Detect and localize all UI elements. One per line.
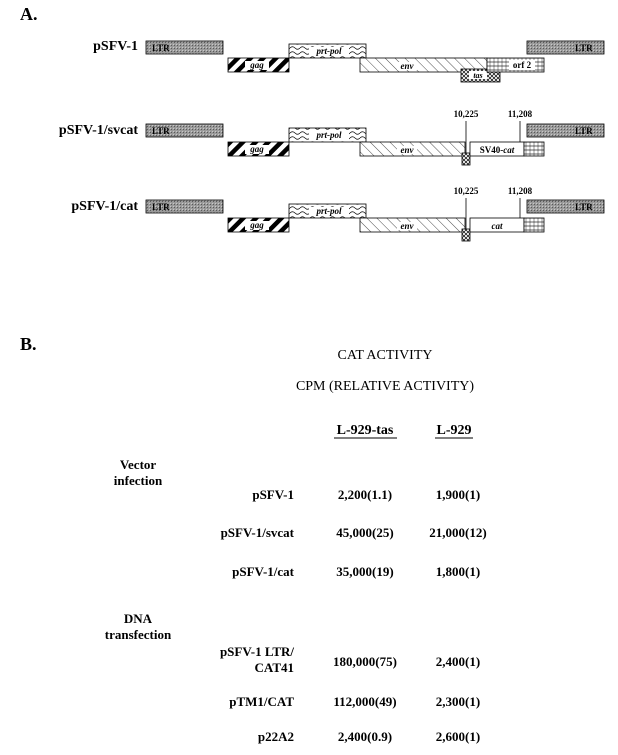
cell-l929-tas: 45,000(25) xyxy=(336,525,393,540)
cell-l929: 2,600(1) xyxy=(436,729,480,744)
gag-label: gag xyxy=(249,220,264,230)
prt-pol-label: prt-pol xyxy=(315,46,342,56)
panel-b-label: B. xyxy=(20,334,37,354)
construct-name: pSFV-1/svcat xyxy=(59,123,138,138)
orf2-box: orf 2 xyxy=(486,57,545,73)
cell-l929-tas: 2,200(1.1) xyxy=(338,487,392,502)
site-label-right: 11,208 xyxy=(508,109,533,119)
orf2-label: orf 2 xyxy=(513,60,532,70)
construct-psfv1: pSFV-1 LTR gag prt-pol env tas o xyxy=(93,39,605,83)
row-name: CAT41 xyxy=(255,660,294,675)
prt-pol-box: prt-pol xyxy=(288,203,367,219)
cell-l929: 21,000(12) xyxy=(429,525,486,540)
site-label-left: 10,225 xyxy=(454,109,479,119)
ltr-label: LTR xyxy=(152,202,170,212)
column-header-l929-tas: L-929-tas xyxy=(337,423,394,438)
ltr-right: LTR xyxy=(526,40,605,55)
table-row: pSFV-1 LTR/ CAT41 180,000(75) 2,400(1) xyxy=(220,644,480,675)
site-label-left: 10,225 xyxy=(454,186,479,196)
table-row: pSFV-1/svcat 45,000(25) 21,000(12) xyxy=(221,525,487,540)
row-name: pTM1/CAT xyxy=(229,694,294,709)
gag-box: gag xyxy=(227,217,290,233)
construct-name: pSFV-1/cat xyxy=(71,199,138,214)
construct-name: pSFV-1 xyxy=(93,39,138,54)
tas-remnant-box xyxy=(461,152,471,166)
row-name: p22A2 xyxy=(258,729,294,744)
ltr-label: LTR xyxy=(575,202,593,212)
prt-pol-box: prt-pol xyxy=(288,127,367,143)
tas-remnant-box xyxy=(461,228,471,242)
env-box: env xyxy=(359,217,466,233)
orf2-remnant-box xyxy=(523,217,545,233)
env-label: env xyxy=(401,221,415,231)
gag-label: gag xyxy=(249,60,264,70)
prt-pol-label: prt-pol xyxy=(315,130,342,140)
row-name: pSFV-1/cat xyxy=(232,564,295,579)
cell-l929-tas: 112,000(49) xyxy=(333,694,396,709)
group-title-line: transfection xyxy=(105,627,172,642)
cell-l929: 2,300(1) xyxy=(436,694,480,709)
env-box: env xyxy=(359,141,466,157)
env-label: env xyxy=(401,61,415,71)
row-name: pSFV-1/svcat xyxy=(221,525,295,540)
ltr-right: LTR xyxy=(526,123,605,138)
cell-l929-tas: 180,000(75) xyxy=(333,654,397,669)
panel-a-label: A. xyxy=(20,4,38,24)
cell-l929-tas: 35,000(19) xyxy=(336,564,393,579)
ltr-left: LTR xyxy=(145,40,224,55)
cell-l929: 2,400(1) xyxy=(436,654,480,669)
insert-label: SV40-cat xyxy=(480,145,515,155)
tas-label: tas xyxy=(473,71,482,80)
cell-l929: 1,900(1) xyxy=(436,487,480,502)
insert-box: SV40-cat xyxy=(469,141,525,157)
cell-l929: 1,800(1) xyxy=(436,564,480,579)
construct-psfv1-cat: pSFV-1/cat LTR gag prt-pol env cat L xyxy=(71,186,605,242)
column-header-l929: L-929 xyxy=(437,423,472,438)
orf2-remnant-box xyxy=(523,141,545,157)
gag-box: gag xyxy=(227,141,290,157)
row-name: pSFV-1 xyxy=(252,487,294,502)
cell-l929-tas: 2,400(0.9) xyxy=(338,729,392,744)
ltr-left: LTR xyxy=(145,123,224,138)
group-title-line: DNA xyxy=(124,611,153,626)
env-label: env xyxy=(401,145,415,155)
group-title-line: Vector xyxy=(120,457,157,472)
row-name: pSFV-1 LTR/ xyxy=(220,644,294,659)
ltr-label: LTR xyxy=(575,43,593,53)
table-title: CAT ACTIVITY xyxy=(337,348,432,363)
table-subtitle: CPM (RELATIVE ACTIVITY) xyxy=(296,379,474,394)
gag-label: gag xyxy=(249,144,264,154)
gag-box: gag xyxy=(227,57,290,73)
insert-box: cat xyxy=(469,217,525,233)
prt-pol-box: prt-pol xyxy=(288,43,367,59)
insert-label: cat xyxy=(492,221,503,231)
table-row: p22A2 2,400(0.9) 2,600(1) xyxy=(258,729,480,744)
site-label-right: 11,208 xyxy=(508,186,533,196)
prt-pol-label: prt-pol xyxy=(315,206,342,216)
ltr-label: LTR xyxy=(152,126,170,136)
construct-psfv1-svcat: pSFV-1/svcat LTR gag prt-pol env SV40-ca… xyxy=(59,109,605,166)
ltr-label: LTR xyxy=(152,43,170,53)
ltr-left: LTR xyxy=(145,199,224,214)
ltr-label: LTR xyxy=(575,126,593,136)
table-row: pTM1/CAT 112,000(49) 2,300(1) xyxy=(229,694,480,709)
group-title-line: infection xyxy=(114,473,163,488)
table-row: pSFV-1 2,200(1.1) 1,900(1) xyxy=(252,487,480,502)
table-row: pSFV-1/cat 35,000(19) 1,800(1) xyxy=(232,564,480,579)
ltr-right: LTR xyxy=(526,199,605,214)
